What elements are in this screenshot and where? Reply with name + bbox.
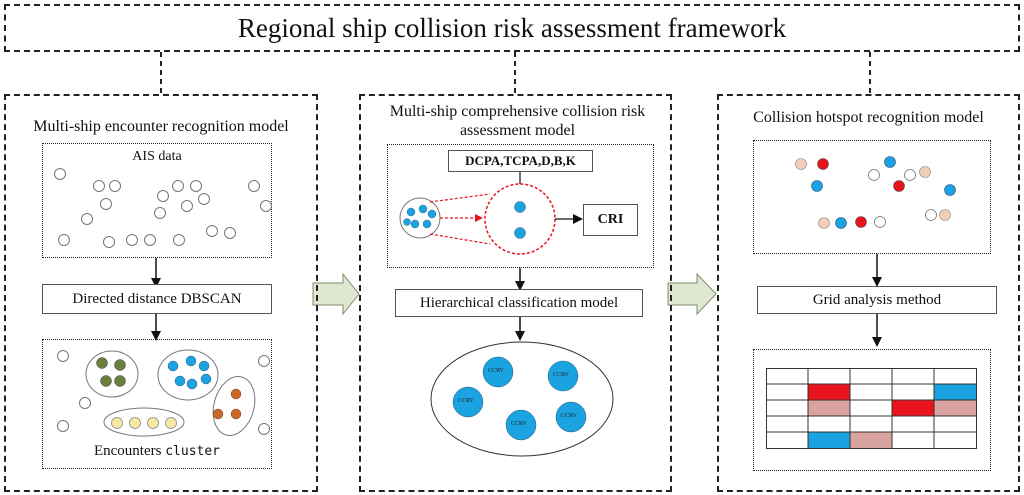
ccrv-diagram (430, 341, 614, 457)
ccrv-label-4: CCRV (561, 413, 577, 419)
cluster-yellow (103, 407, 185, 437)
dbscan-method-label: Directed distance DBSCAN (72, 290, 242, 307)
grid-cell-blue-2 (808, 432, 850, 448)
hotspot-points-box (753, 140, 991, 254)
grid-cell-pink (808, 400, 850, 416)
dbscan-method-box: Directed distance DBSCAN (42, 284, 272, 314)
ccrv-node-5 (505, 409, 537, 441)
arrow-mid-2 (515, 331, 525, 341)
grid-method-box: Grid analysis method (757, 286, 997, 314)
grid-method-label: Grid analysis method (812, 291, 942, 308)
ccrv-node-1 (482, 356, 514, 388)
ais-data-label: AIS data (132, 149, 182, 164)
grid-cell-red (808, 384, 850, 400)
arrow-right-1 (872, 277, 882, 287)
arrow-mid-1 (515, 281, 525, 291)
ccrv-node-4 (555, 401, 587, 433)
clusters-diagram (57, 349, 270, 437)
clusters-label-mono: cluster (165, 444, 221, 459)
arrow-left-2 (151, 331, 161, 341)
clusters-label-text: Encounters (93, 443, 162, 459)
arrow-right-2 (872, 337, 882, 347)
framework-title-box: Regional ship collision risk assessment … (4, 4, 1020, 52)
cri-label: CRI (597, 212, 624, 227)
clusters-box (42, 339, 272, 469)
framework-title: Regional ship collision risk assessment … (237, 12, 787, 43)
ais-data-box (42, 143, 272, 258)
input-cluster (399, 197, 441, 239)
hierarchical-method-box: Hierarchical classification model (395, 289, 643, 317)
ais-points (54, 168, 272, 248)
block-arrow-2 (667, 272, 717, 316)
cluster-green (85, 350, 139, 398)
hierarchical-method-label: Hierarchical classification model (419, 294, 619, 311)
cri-box: CRI (583, 204, 638, 236)
grid-cell-blue (934, 384, 976, 400)
ccrv-node-3 (452, 386, 484, 418)
grid-box (753, 349, 991, 471)
grid-cell-pink-2 (934, 400, 976, 416)
ccrv-label-1: CCRV (488, 368, 504, 374)
ccrv-label-5: CCRV (511, 421, 527, 427)
grid-cell-pink-3 (850, 432, 892, 448)
block-arrow-1 (312, 272, 360, 316)
panel-left-title: Multi-ship encounter recognition model (33, 118, 289, 135)
panel-middle-title: Multi-ship comprehensive collision risk … (389, 103, 646, 139)
panel-encounter-recognition (4, 94, 318, 492)
ccrv-node-2 (547, 360, 579, 392)
grid-cell-red-2 (892, 400, 934, 416)
risk-diagram (399, 172, 583, 255)
clusters-label: Encounters cluster (42, 443, 272, 460)
pair-circle (484, 183, 556, 255)
factors-label: DCPA,TCPA,D,B,K (465, 153, 576, 168)
arrow-left-1 (151, 278, 161, 288)
hotspot-points (795, 156, 956, 229)
ccrv-label-2: CCRV (553, 372, 569, 378)
ccrv-label-3: CCRV (458, 398, 474, 404)
risk-factors-box (387, 144, 654, 268)
panel-hotspot-recognition (717, 94, 1020, 492)
ccrv-labels: CCRV CCRV CCRV CCRV CCRV (429, 339, 615, 459)
panel-risk-assessment (359, 94, 672, 492)
cluster-orange (212, 376, 256, 436)
hotspot-grid (766, 368, 977, 449)
panel-right-title: Collision hotspot recognition model (753, 109, 984, 126)
factors-box: DCPA,TCPA,D,B,K (448, 150, 593, 172)
